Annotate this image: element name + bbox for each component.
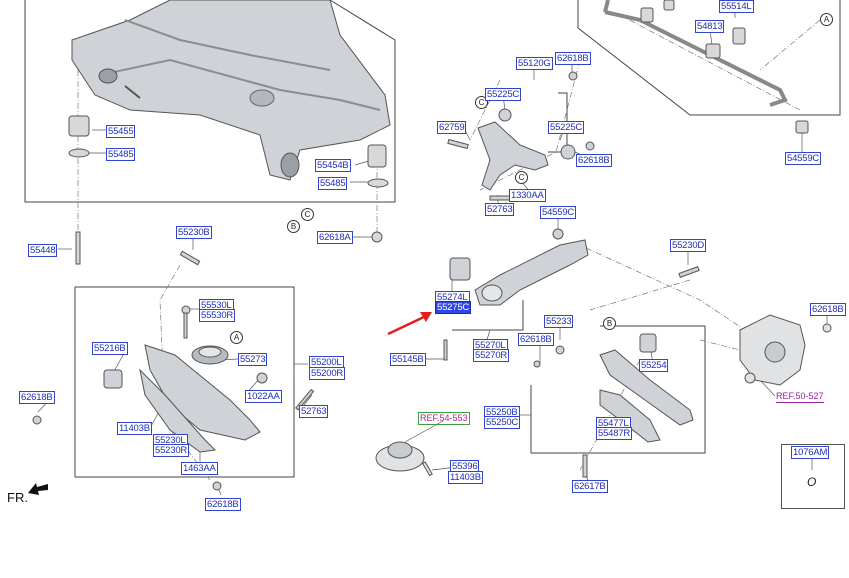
inset-plug-box: O [781, 444, 845, 509]
front-direction-arrow-icon [28, 483, 48, 495]
part-label-52763[interactable]: 52763 [299, 405, 329, 418]
part-label-55275c[interactable]: 55275C [435, 301, 472, 314]
part-label-62759[interactable]: 62759 [437, 121, 467, 134]
part-label-55230b[interactable]: 55230B [176, 226, 212, 239]
part-label-62618b[interactable]: 62618B [576, 154, 612, 167]
frame-trailing-arm-group [530, 325, 706, 454]
rear-knuckle [739, 314, 832, 386]
part-label-55145b[interactable]: 55145B [390, 353, 426, 366]
part-label-11403b[interactable]: 11403B [117, 422, 152, 435]
part-label-55120g[interactable]: 55120G [516, 57, 553, 70]
frame-subframe-group [24, 0, 396, 203]
callout-b: B [603, 317, 616, 330]
part-label-55448[interactable]: 55448 [28, 244, 58, 257]
frame-upper-arm-bracket [452, 300, 524, 331]
part-label-55230r[interactable]: 55230R [153, 444, 190, 457]
part-label-52763[interactable]: 52763 [485, 203, 515, 216]
subframe-bushings [68, 115, 389, 265]
part-label-55200r[interactable]: 55200R [309, 367, 346, 380]
ref-link-54-553[interactable]: REF.54-553 [418, 412, 470, 425]
part-label-54813[interactable]: 54813 [695, 20, 725, 33]
part-label-55485[interactable]: 55485 [318, 177, 348, 190]
part-label-55514l[interactable]: 55514L [719, 0, 754, 13]
callout-b: B [287, 220, 300, 233]
part-label-1463aa[interactable]: 1463AA [181, 462, 218, 475]
part-label-55455[interactable]: 55455 [106, 125, 136, 138]
part-label-55454b[interactable]: 55454B [315, 159, 351, 172]
part-label-62618b[interactable]: 62618B [810, 303, 846, 316]
part-label-55225c[interactable]: 55225C [485, 88, 522, 101]
stabilizer-bar [603, 0, 788, 107]
lower-trailing-arm-assembly [582, 333, 694, 478]
part-label-55216b[interactable]: 55216B [92, 342, 128, 355]
part-label-55530r[interactable]: 55530R [199, 309, 236, 322]
callout-a: A [820, 13, 833, 26]
pointer-arrow [387, 312, 432, 336]
part-label-62618b[interactable]: 62618B [555, 52, 591, 65]
part-label-55273[interactable]: 55273 [238, 353, 268, 366]
part-label-1076am[interactable]: 1076AM [791, 446, 830, 459]
part-label-11403b[interactable]: 11403B [448, 471, 483, 484]
part-label-54559c[interactable]: 54559C [540, 206, 577, 219]
part-label-55230d[interactable]: 55230D [670, 239, 707, 252]
stabilizer-parts [640, 0, 809, 134]
part-label-55270r[interactable]: 55270R [473, 349, 510, 362]
part-label-54559c[interactable]: 54559C [785, 152, 822, 165]
part-label-62618a[interactable]: 62618A [317, 231, 353, 244]
middle-arm-assembly [443, 228, 700, 368]
part-label-55250c[interactable]: 55250C [484, 416, 521, 429]
plug-symbol: O [807, 475, 817, 489]
part-label-62617b[interactable]: 62617B [572, 480, 608, 493]
callout-a: A [230, 331, 243, 344]
lower-arm-assembly [32, 250, 315, 491]
spring-seat [375, 441, 433, 477]
front-direction-label: FR. [7, 490, 28, 505]
group-frames [24, 0, 841, 478]
ref-link-50-527[interactable]: REF.50-527 [776, 391, 824, 403]
part-label-62618b[interactable]: 62618B [19, 391, 55, 404]
frame-lower-arm-group [74, 286, 295, 478]
frame-stabilizer-group [577, 0, 841, 116]
part-label-1022aa[interactable]: 1022AA [245, 390, 282, 403]
callout-c: C [515, 171, 528, 184]
part-label-62618b[interactable]: 62618B [518, 333, 554, 346]
part-label-62618b[interactable]: 62618B [205, 498, 241, 511]
callout-c: C [475, 96, 488, 109]
part-label-55233[interactable]: 55233 [544, 315, 574, 328]
part-label-55485[interactable]: 55485 [106, 148, 136, 161]
part-label-55225c[interactable]: 55225C [548, 121, 585, 134]
part-label-55254[interactable]: 55254 [639, 359, 669, 372]
part-label-1330aa[interactable]: 1330AA [509, 189, 546, 202]
part-label-55487r[interactable]: 55487R [596, 427, 633, 440]
callout-c: C [301, 208, 314, 221]
rear-subframe [71, 0, 391, 181]
